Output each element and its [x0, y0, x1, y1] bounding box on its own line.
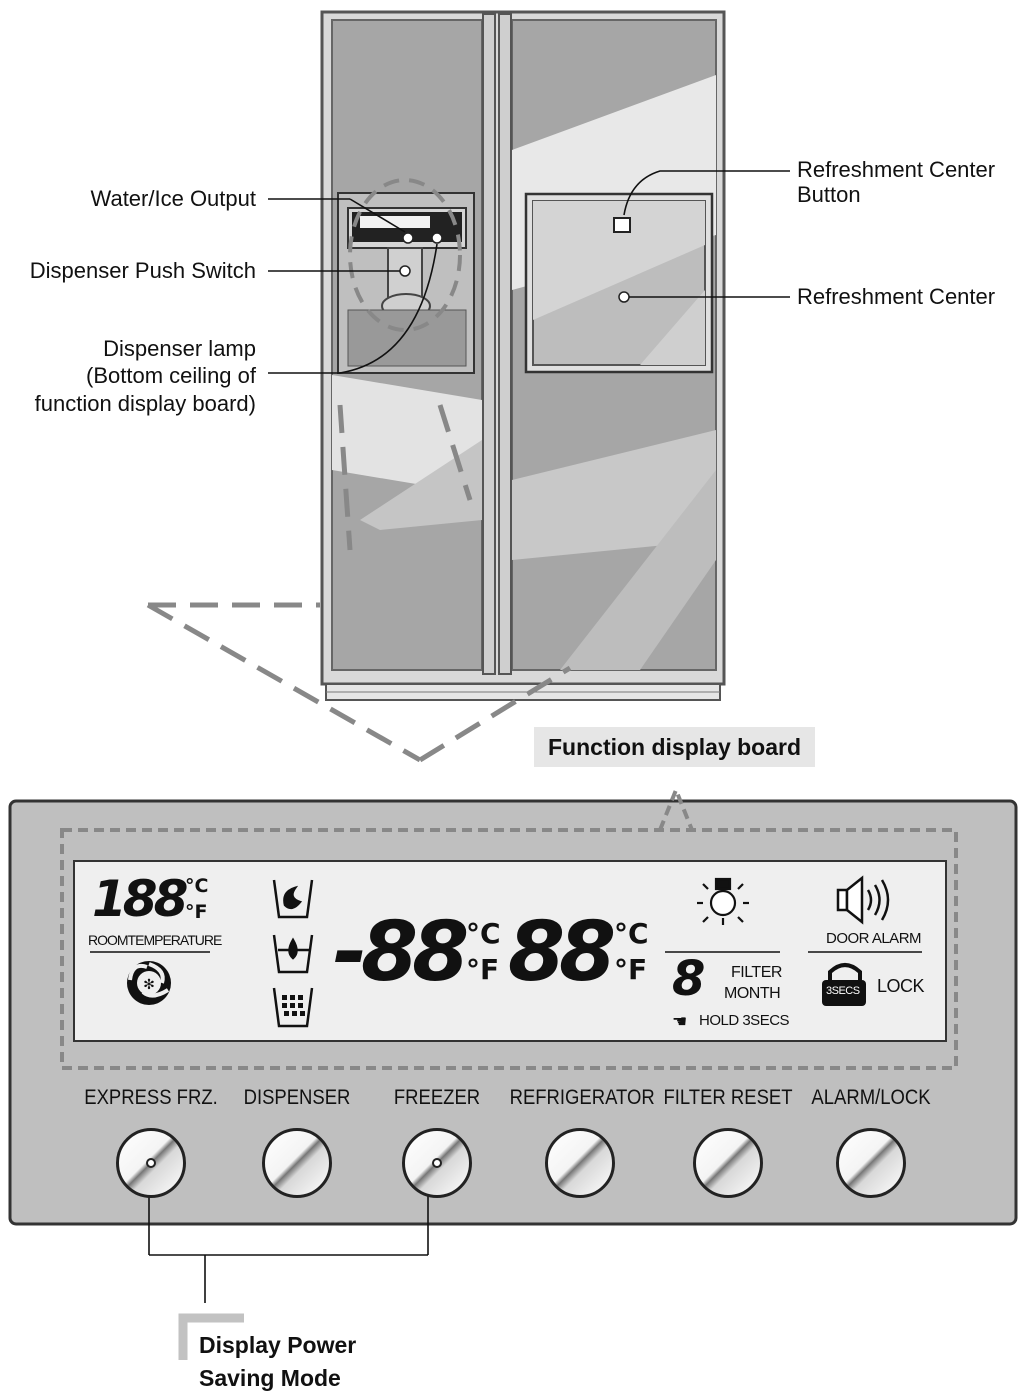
lcd-screen [73, 860, 947, 1042]
filter-reset-button[interactable] [693, 1128, 763, 1198]
express-frz-label: EXPRESS FRZ. [84, 1086, 218, 1109]
lock-label: LOCK [877, 976, 925, 996]
3secs-badge: 3SECS [826, 985, 860, 997]
fridge-fahrenheit: °F [614, 953, 648, 986]
hand-icon: ☚ [672, 1012, 687, 1032]
fridge-temp-digits: 88 [508, 905, 616, 1000]
dispenser-label: DISPENSER [243, 1086, 351, 1109]
function-display-board-label: Function display board [534, 727, 816, 767]
ice-cubes-icon [272, 987, 314, 1028]
freezer-label: FREEZER [393, 1086, 481, 1109]
label-refreshment-center-button-line1: Refreshment Center [797, 157, 996, 182]
freezer-fahrenheit: °F [466, 953, 500, 986]
filter-month-digit: 8 [672, 951, 706, 1007]
water-drop-icon [272, 934, 314, 974]
fan-icon: ✻ [127, 961, 171, 1005]
label-dispenser-push-switch: Dispenser Push Switch [29, 258, 256, 283]
door-alarm-label: DOOR ALARM [826, 930, 922, 947]
zoom-lines [146, 404, 572, 763]
label-water-ice-output: Water/Ice Output [90, 186, 256, 211]
month-label: MONTH [724, 985, 781, 1002]
speaker-icon [836, 875, 890, 925]
alarm-lock-label: ALARM/LOCK [811, 1086, 931, 1109]
express-frz-indicator [146, 1158, 156, 1168]
refrigerator [320, 10, 726, 701]
leader-lines [268, 170, 790, 374]
bulb-icon [697, 877, 749, 925]
express-frz-button[interactable] [116, 1128, 186, 1198]
refrigerator-label: REFRIGERATOR [509, 1086, 655, 1109]
refrigerator-button[interactable] [545, 1128, 615, 1198]
filter-label: FILTER [731, 964, 782, 981]
svg-text:✻: ✻ [143, 977, 155, 993]
crushed-ice-icon [272, 879, 314, 919]
label-refreshment-center-button-line2: Button [797, 182, 861, 207]
room-temperature-label: ROOMTEMPERATURE [88, 932, 222, 948]
freezer-celsius: °C [466, 917, 501, 950]
hold-3secs-label: HOLD 3SECS [699, 1012, 790, 1029]
display-power-saving-line1: Display Power [199, 1332, 357, 1358]
room-temp-fahrenheit: °F [185, 901, 208, 923]
freezer-button[interactable] [402, 1128, 472, 1198]
label-dispenser-lamp-line2: (Bottom ceiling of [86, 363, 256, 388]
display-power-saving-line2: Saving Mode [199, 1365, 341, 1391]
freezer-temp-digits: -88 [333, 905, 469, 1000]
freezer-indicator [432, 1158, 442, 1168]
filter-reset-label: FILTER RESET [663, 1086, 793, 1109]
room-temp-digits: 188 [92, 870, 188, 928]
alarm-lock-button[interactable] [836, 1128, 906, 1198]
dispenser-button[interactable] [262, 1128, 332, 1198]
label-dispenser-lamp-line3: function display board) [34, 391, 256, 416]
fridge-celsius: °C [614, 917, 649, 950]
padlock-icon [822, 963, 866, 1006]
label-dispenser-lamp-line1: Dispenser lamp [103, 336, 256, 361]
label-refreshment-center: Refreshment Center [797, 284, 996, 309]
room-temp-celsius: °C [185, 875, 209, 897]
